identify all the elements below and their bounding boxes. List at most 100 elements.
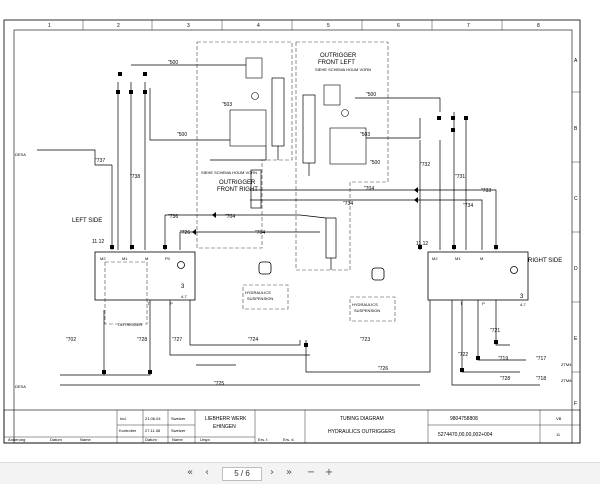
tb-company-1: LIEBHERR WERK (205, 416, 247, 422)
line-labels: "500 "503 "500 "500 "503 "500 "737 "738 … (66, 60, 546, 387)
accumulator-left (258, 261, 272, 275)
tb-col-urspr: Urspr. (200, 437, 211, 442)
cylinders (250, 77, 337, 270)
label-721: "721 (490, 328, 500, 334)
title-right-side: RIGHT SIDE (528, 258, 562, 264)
row-labels: A B C D E F (574, 58, 578, 407)
tb-row2-c: Swetzer (171, 428, 186, 433)
margin-right-2: ZTM8 (561, 378, 572, 383)
title-outrigger-fr-1: OUTRIGGER (219, 180, 256, 186)
label-724: "724 (248, 337, 258, 343)
port-right-m2: M2 (432, 256, 438, 261)
margin-left-2: DESA (15, 384, 26, 389)
label-726-b: "726 (378, 366, 388, 372)
valve-fr-check (229, 109, 267, 147)
prev-page-button[interactable]: ‹ (205, 467, 209, 478)
cylinder-fr-lower (250, 169, 262, 209)
tb-col-name: Name (80, 437, 91, 442)
title-block: Änderung Datum Name Datum Name Urspr. Er… (3, 409, 581, 444)
tb-nummer: 9804758808 (450, 416, 478, 422)
page-indicator[interactable]: 5 / 6 (222, 467, 262, 481)
tb-title-1: TUBING DIAGRAM (340, 416, 384, 422)
col-label-7: 7 (467, 23, 470, 29)
title-siehe-fr: SIEHE SCHEMA HOUM VORN (201, 170, 257, 175)
tb-row1-a: Ind. (120, 416, 127, 421)
fittings (102, 72, 498, 374)
label-503-a: "503 (222, 102, 232, 108)
col-label-1: 1 (48, 23, 51, 29)
port-left-m: M (145, 256, 148, 261)
box-right-num: 11.12 (416, 241, 428, 247)
row-label-f: F (574, 401, 577, 407)
col-label-5: 5 (327, 23, 330, 29)
port-right-t: T (460, 301, 463, 306)
valve-fl-check (329, 127, 367, 165)
hydraulic-tubing-diagram: 1 2 3 4 5 6 7 8 A B C D E F (3, 19, 581, 444)
next-page-button[interactable]: › (270, 467, 274, 478)
label-732: "732 (420, 162, 430, 168)
port-left-p: P (170, 301, 173, 306)
title-siehe-fl: SIEHE SCHEMA HOUM VORN (315, 67, 371, 72)
label-718: "718 (536, 376, 546, 382)
tb-drawing-no: 5274470,00,00,002+004 (438, 432, 493, 438)
tubing-lines (37, 64, 540, 386)
row-label-d: D (574, 266, 578, 272)
col-label-2: 2 (117, 23, 120, 29)
port-left-t: T (147, 301, 150, 306)
label-704-c: "704 (255, 230, 265, 236)
tb-col-datum: Datum (50, 437, 62, 442)
first-page-button[interactable]: « (186, 467, 194, 478)
margin-right-1: ZTM4 (561, 362, 572, 367)
tb-row2-b: 27.11.06 (145, 428, 161, 433)
label-731: "731 (455, 174, 465, 180)
label-719: "719 (498, 356, 508, 362)
label-500-a: "500 (168, 60, 178, 66)
label-737: "737 (95, 158, 105, 164)
last-page-button[interactable]: » (285, 467, 293, 478)
title-susp-right-1: HYDRAULICS (352, 302, 378, 307)
schematic-sheet: 1 2 3 4 5 6 7 8 A B C D E F (3, 19, 581, 444)
valve-blocks (229, 57, 367, 165)
zoom-in-button[interactable]: + (324, 467, 334, 478)
port-left-m2: M2 (100, 256, 106, 261)
title-left-side: LEFT SIDE (72, 218, 102, 224)
box-left-num: 11.12 (92, 239, 104, 245)
col-label-3: 3 (187, 23, 190, 29)
tb-sheet-no: 11 (556, 432, 561, 437)
viewer-toolbar: « ‹ 5 / 6 › » − + (0, 462, 600, 484)
tb-col-name2: Name (172, 437, 183, 442)
box-left-big: 3 (181, 284, 185, 290)
row-label-c: C (574, 196, 578, 202)
label-725: "725 (214, 381, 224, 387)
zoom-out-button[interactable]: − (306, 467, 316, 478)
label-723: "723 (360, 337, 370, 343)
label-734-a: "734 (343, 201, 353, 207)
tb-sheet-label: VB (556, 416, 562, 421)
label-734-b: "734 (463, 203, 473, 209)
port-left-m1: M1 (122, 256, 128, 261)
control-block-left (94, 251, 196, 301)
label-726: "726 (180, 230, 190, 236)
port-right-m1: M1 (455, 256, 461, 261)
row-label-e: E (574, 336, 578, 342)
label-503-b: "503 (360, 132, 370, 138)
port-left-p0: P0 (165, 256, 171, 261)
label-728: "728 (137, 337, 147, 343)
box-right-code: 4-7 (520, 302, 527, 307)
label-500-c: "500 (366, 92, 376, 98)
box-right-big: 3 (520, 294, 524, 300)
label-722: "722 (458, 352, 468, 358)
valve-fr-top (245, 57, 263, 79)
label-733: "733 (481, 188, 491, 194)
margin-left-1: DESA (15, 152, 26, 157)
outline-left-extra (104, 261, 148, 325)
row-label-b: B (574, 126, 578, 132)
title-outrigger-fl-1: OUTRIGGER (320, 53, 357, 59)
valve-fl-top (323, 84, 341, 106)
col-label-8: 8 (537, 23, 540, 29)
tb-company-2: EHINGEN (213, 424, 236, 430)
title-outrigger-fl-2: FRONT LEFT (318, 60, 355, 66)
title-left-extra: OUTRIGGER (118, 322, 142, 327)
column-labels: 1 2 3 4 5 6 7 8 (48, 23, 540, 29)
row-label-a: A (574, 58, 578, 64)
